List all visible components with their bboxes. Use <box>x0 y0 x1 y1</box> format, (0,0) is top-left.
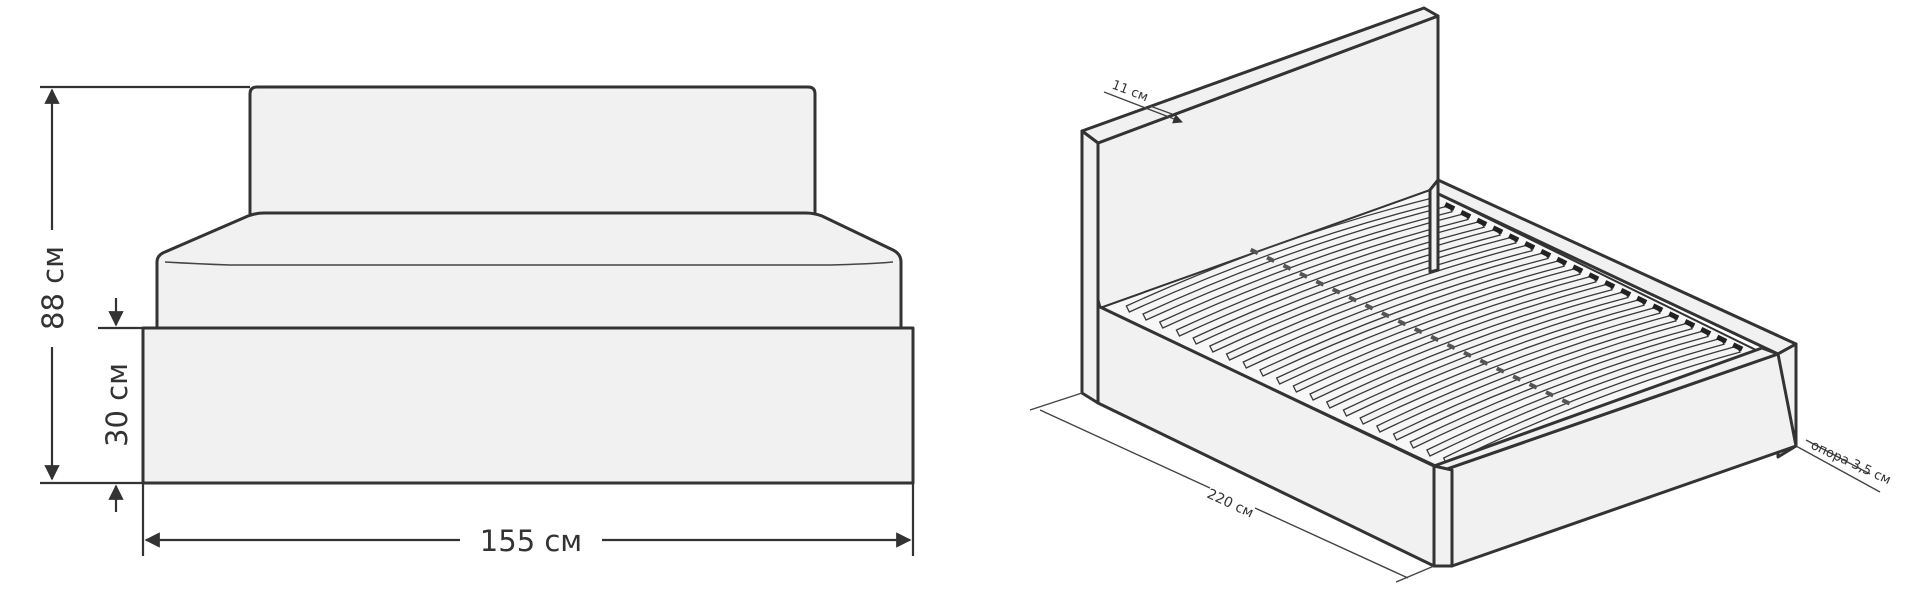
front-base <box>141 326 915 485</box>
front-mattress-pad <box>155 211 903 332</box>
iso-slat-holder <box>1652 303 1664 313</box>
iso-thickness-line <box>1103 91 1183 124</box>
iso-slat <box>1359 306 1661 425</box>
iso-slat <box>1175 220 1485 337</box>
iso-slat-center-holder <box>1463 350 1473 358</box>
iso-support-line-2 <box>1805 439 1871 475</box>
iso-slat-holder <box>1540 248 1552 258</box>
iso-slat-holder <box>1604 280 1616 290</box>
iso-length-label: 220 см <box>1204 486 1256 521</box>
iso-slat <box>1292 275 1597 393</box>
iso-slat-holder <box>1556 256 1568 266</box>
iso-slat-holder <box>1684 319 1696 329</box>
iso-length-ext-left <box>1029 392 1083 411</box>
iso-headboard-side <box>1080 129 1100 405</box>
iso-slat-center-holder <box>1315 279 1325 287</box>
iso-slat-center-holder <box>1381 311 1390 319</box>
iso-foot-face <box>1432 464 1454 568</box>
iso-support-label: опора 3,5 см <box>1808 438 1893 488</box>
iso-slat-holder <box>1588 272 1600 282</box>
iso-slat <box>1142 204 1453 321</box>
iso-slat-center-holder <box>1479 358 1489 366</box>
front-width-label: 155 см <box>480 524 582 558</box>
iso-slat-holder <box>1444 202 1456 212</box>
front-view: 88 см 30 см 155 см <box>36 85 915 558</box>
iso-slat <box>1342 298 1645 417</box>
iso-slat <box>1409 329 1709 449</box>
iso-slat <box>1325 290 1629 409</box>
iso-slat-center-holder <box>1331 287 1341 295</box>
iso-slat <box>1309 282 1613 401</box>
iso-slat-holder <box>1524 241 1536 251</box>
front-base-height-label: 30 см <box>100 363 134 447</box>
iso-slat-holder <box>1492 225 1504 235</box>
iso-length-ext-right <box>1395 565 1435 583</box>
iso-slat-center-holder <box>1299 271 1308 279</box>
iso-slat-center-holder <box>1430 334 1440 343</box>
iso-slat-holder <box>1716 334 1728 344</box>
iso-slat-holder <box>1572 264 1584 274</box>
iso-slat <box>1392 321 1693 441</box>
iso-slat-center-holder <box>1512 374 1522 382</box>
iso-slat-center-holder <box>1249 247 1259 255</box>
front-headboard <box>248 85 817 224</box>
iso-slat-center-holder <box>1561 398 1571 406</box>
iso-slat-holder <box>1476 217 1488 227</box>
iso-slat-holder <box>1668 311 1680 321</box>
iso-slat-holder <box>1636 295 1648 305</box>
iso-slat-center-holder <box>1413 327 1423 335</box>
iso-slat-holder <box>1732 342 1744 352</box>
front-total-height-label: 88 см <box>36 246 70 330</box>
iso-slat <box>1375 314 1677 433</box>
iso-slat-holder <box>1620 287 1632 297</box>
iso-length-line-left <box>1039 409 1211 489</box>
iso-thickness-tick <box>1149 105 1173 115</box>
iso-slat-center-holder <box>1266 255 1276 263</box>
iso-slat-center-holder <box>1446 342 1456 350</box>
iso-slat-center-holder <box>1528 382 1538 390</box>
iso-slat <box>1275 267 1581 385</box>
iso-slat-center-holder <box>1495 366 1505 374</box>
iso-slat-holder <box>1508 233 1520 243</box>
iso-slat-center-holder <box>1364 303 1374 311</box>
iso-slat <box>1208 236 1517 353</box>
iso-support-line-1 <box>1795 445 1881 493</box>
iso-thickness-label: 11 см <box>1110 78 1151 105</box>
iso-slat-holder <box>1460 209 1472 219</box>
iso-slat <box>1426 337 1725 457</box>
iso-slat-center-holder <box>1282 263 1292 271</box>
iso-slat-center-holder <box>1348 295 1358 303</box>
iso-slat <box>1242 251 1549 369</box>
iso-slat-holder <box>1700 326 1712 336</box>
iso-slat <box>1259 259 1565 377</box>
iso-slat-holders <box>1249 194 1744 406</box>
iso-length-line-right <box>1254 507 1409 579</box>
front-mattress-seam <box>164 261 894 266</box>
iso-slat-center-holder <box>1545 390 1555 398</box>
iso-slat <box>1192 228 1501 345</box>
iso-slat <box>1225 243 1533 361</box>
iso-view: 11 см 220 см опора 3,5 см <box>1029 6 1893 583</box>
iso-slat-center-holder <box>1397 319 1407 327</box>
iso-right-rail-side <box>1428 178 1440 274</box>
iso-slat <box>1442 345 1741 465</box>
